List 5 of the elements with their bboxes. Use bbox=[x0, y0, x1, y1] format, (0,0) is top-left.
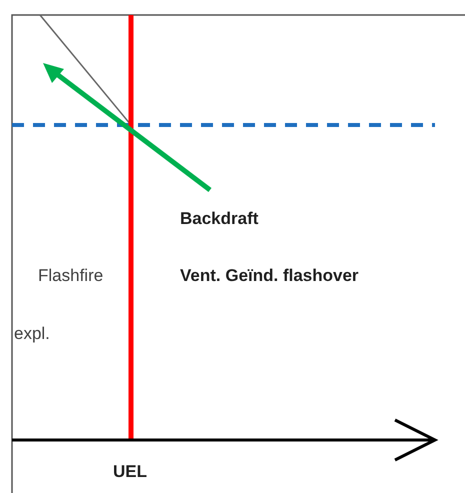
region-label: Vent. Geïnd. flashover bbox=[180, 265, 359, 286]
axis-label: UEL bbox=[113, 461, 147, 482]
region-label: Backdraft bbox=[180, 208, 258, 230]
region-label: Flashfire bbox=[38, 265, 104, 286]
region-label: expl. bbox=[14, 323, 50, 344]
